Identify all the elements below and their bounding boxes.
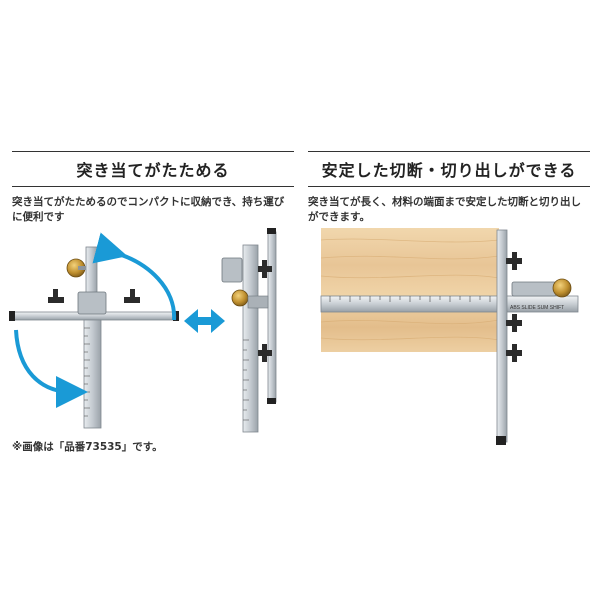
right-panel-heading: 安定した切断・切り出しができる (308, 151, 590, 187)
left-panel: 突き当てがたためる 突き当てがたためるのでコンパクトに収納でき、持ち運びに便利で… (12, 151, 294, 225)
product-label: ABS SLIDE SUM SHIFT (510, 305, 564, 311)
folded-square-illustration (221, 228, 277, 433)
double-arrow-icon (184, 309, 225, 333)
long-fence-square-illustration: ABS SLIDE SUM SHIFT (320, 229, 579, 445)
left-panel-heading: 突き当てがたためる (12, 151, 294, 187)
right-panel: 安定した切断・切り出しができる 突き当てが長く、材料の端面まで安定した切断と切り… (308, 151, 590, 225)
wood-board-illustration (320, 228, 500, 352)
fold-arrow-lower-icon (14, 329, 88, 408)
left-panel-description: 突き当てがたためるのでコンパクトに収納でき、持ち運びに便利です (12, 196, 285, 223)
fold-arrow-upper-icon (92, 232, 177, 321)
image-note: ※画像は「品番73535」です。 (12, 441, 163, 453)
right-panel-description: 突き当てが長く、材料の端面まで安定した切断と切り出しができます。 (308, 196, 581, 223)
unfolded-square-illustration (9, 246, 179, 429)
